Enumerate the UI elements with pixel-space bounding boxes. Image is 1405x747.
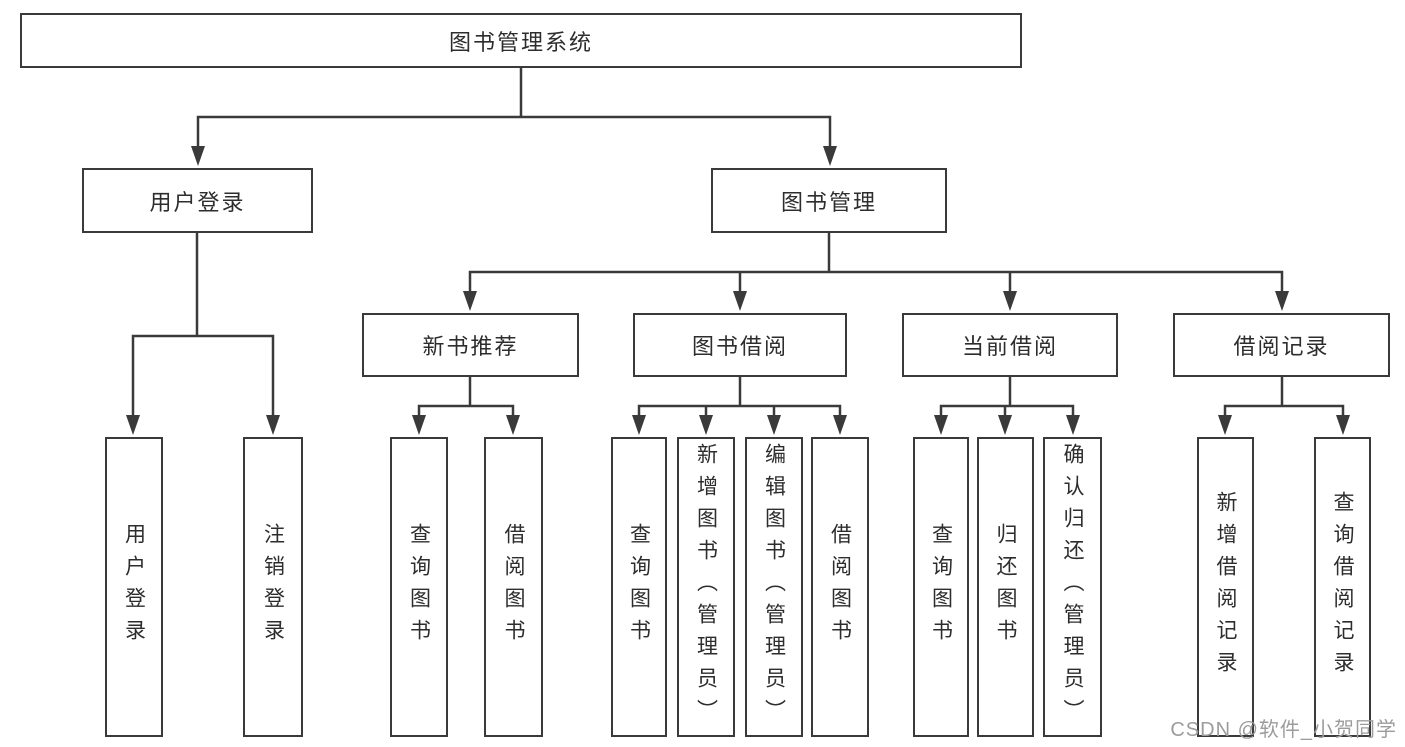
arrowhead [126, 415, 140, 435]
node-book-management-label: 图书管理 [780, 189, 877, 215]
leaf-records-add: 新增借阅记录 [1197, 437, 1254, 737]
leaf-borrow-query-books: 查询图书 [611, 437, 667, 737]
node-borrow-records: 借阅记录 [1173, 313, 1390, 377]
leaf-recommend-query-books: 查询图书 [390, 437, 448, 737]
leaf-current-return-books-label: 归还图书 [994, 523, 1017, 651]
node-borrow-records-label: 借阅记录 [1233, 334, 1330, 359]
connector-user-login [126, 233, 280, 435]
leaf-user-login: 用户登录 [105, 437, 163, 737]
arrowhead [1336, 415, 1350, 435]
node-user-login: 用户登录 [82, 168, 313, 233]
arrowhead [1218, 415, 1232, 435]
node-user-login-label: 用户登录 [149, 189, 246, 215]
arrowhead [463, 291, 477, 311]
leaf-current-query-books-label: 查询图书 [929, 523, 953, 651]
arrowhead [699, 415, 713, 435]
leaf-records-query: 查询借阅记录 [1314, 437, 1371, 737]
arrowhead [506, 415, 520, 435]
connector-borrow-records [1218, 377, 1350, 435]
arrowhead [266, 415, 280, 435]
leaf-user-login-label: 用户登录 [122, 523, 146, 651]
leaf-logout-label: 注销登录 [261, 523, 285, 651]
leaf-borrow-edit-books-admin-label: 编辑图书（管理员） [762, 443, 786, 731]
connector-book-management [463, 233, 1289, 311]
leaf-borrow-add-books-admin-label: 新增图书（管理员） [694, 443, 718, 731]
arrowhead [998, 415, 1012, 435]
leaf-current-confirm-return-admin-label: 确认归还（管理员） [1061, 443, 1084, 731]
connector-root [191, 68, 837, 166]
arrowhead [1066, 415, 1080, 435]
leaf-current-return-books: 归还图书 [977, 437, 1034, 737]
node-current-borrow: 当前借阅 [902, 313, 1118, 377]
leaf-borrow-edit-books-admin: 编辑图书（管理员） [745, 437, 803, 737]
leaf-logout: 注销登录 [243, 437, 303, 737]
node-root: 图书管理系统 [20, 13, 1022, 68]
arrowhead [632, 415, 646, 435]
node-new-book-recommend-label: 新书推荐 [422, 334, 519, 359]
leaf-recommend-query-books-label: 查询图书 [407, 523, 431, 651]
connector-new-book-recommend [412, 377, 520, 435]
csdn-watermark: CSDN @软件_小贺同学 [1170, 719, 1397, 741]
leaf-current-query-books: 查询图书 [913, 437, 969, 737]
leaf-borrow-borrow-books-label: 借阅图书 [828, 523, 852, 651]
leaf-recommend-borrow-books-label: 借阅图书 [502, 523, 525, 651]
node-root-label: 图书管理系统 [448, 29, 593, 55]
connector-current-borrow [934, 377, 1080, 435]
arrowhead [412, 415, 426, 435]
arrowhead [767, 415, 781, 435]
leaf-borrow-query-books-label: 查询图书 [627, 523, 651, 651]
node-book-borrow: 图书借阅 [633, 313, 847, 377]
leaf-records-add-label: 新增借阅记录 [1214, 491, 1237, 683]
node-book-borrow-label: 图书借阅 [691, 334, 788, 359]
leaf-recommend-borrow-books: 借阅图书 [484, 437, 543, 737]
leaf-borrow-add-books-admin: 新增图书（管理员） [677, 437, 735, 737]
arrowhead [733, 291, 747, 311]
arrowhead [1003, 291, 1017, 311]
node-book-management: 图书管理 [711, 168, 947, 233]
leaf-records-query-label: 查询借阅记录 [1331, 491, 1354, 683]
connector-book-borrow [632, 377, 847, 435]
arrowhead [823, 146, 837, 166]
node-new-book-recommend: 新书推荐 [362, 313, 579, 377]
leaf-borrow-borrow-books: 借阅图书 [811, 437, 869, 737]
node-current-borrow-label: 当前借阅 [961, 334, 1058, 359]
leaf-current-confirm-return-admin: 确认归还（管理员） [1043, 437, 1102, 737]
arrowhead [1275, 291, 1289, 311]
arrowhead [934, 415, 948, 435]
arrowhead [833, 415, 847, 435]
arrowhead [191, 146, 205, 166]
